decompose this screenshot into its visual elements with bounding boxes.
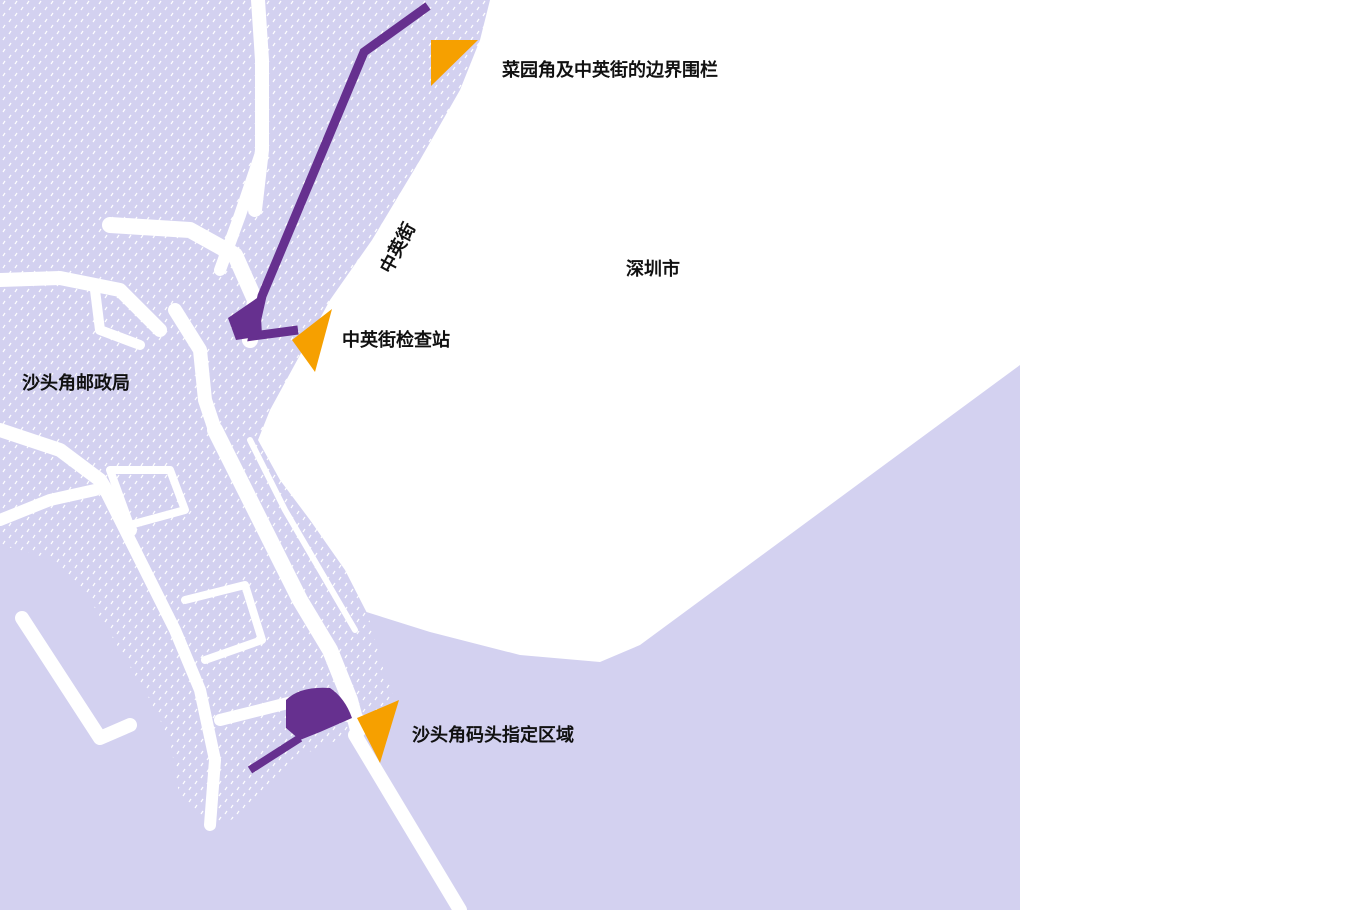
land-area: [0, 0, 490, 828]
triangle-marker-icon: [431, 40, 478, 86]
road-west-loop: [90, 285, 145, 350]
road-west-lower: [0, 484, 101, 526]
road-inner-lower: [94, 474, 221, 831]
triangle-marker-icon: [357, 700, 399, 763]
triangle-marker-icon: [292, 309, 332, 372]
route-line-pier: [247, 734, 303, 774]
route-overlay: [228, 2, 431, 774]
route-block-pier: [286, 687, 352, 740]
pier-jetty: [348, 728, 467, 910]
road-hook: [15, 611, 137, 745]
road-coast-edge: [247, 437, 358, 633]
road-central: [168, 303, 222, 437]
road-block-b: [181, 581, 266, 664]
markers: [292, 40, 478, 763]
label-post-office: 沙头角邮政局: [22, 373, 130, 394]
road-west-branch: [0, 271, 167, 337]
road-block-a: [106, 466, 189, 529]
road-main-north: [248, 0, 269, 217]
route-line-north: [247, 2, 431, 342]
route-block-north: [228, 296, 262, 340]
label-boundary-fence: 菜园角及中英街的边界围栏: [502, 60, 718, 81]
label-pier-zone: 沙头角码头指定区域: [412, 725, 574, 746]
label-shenzhen: 深圳市: [626, 259, 680, 280]
label-checkpoint: 中英街检查站: [342, 330, 450, 351]
road-spine: [207, 422, 366, 738]
